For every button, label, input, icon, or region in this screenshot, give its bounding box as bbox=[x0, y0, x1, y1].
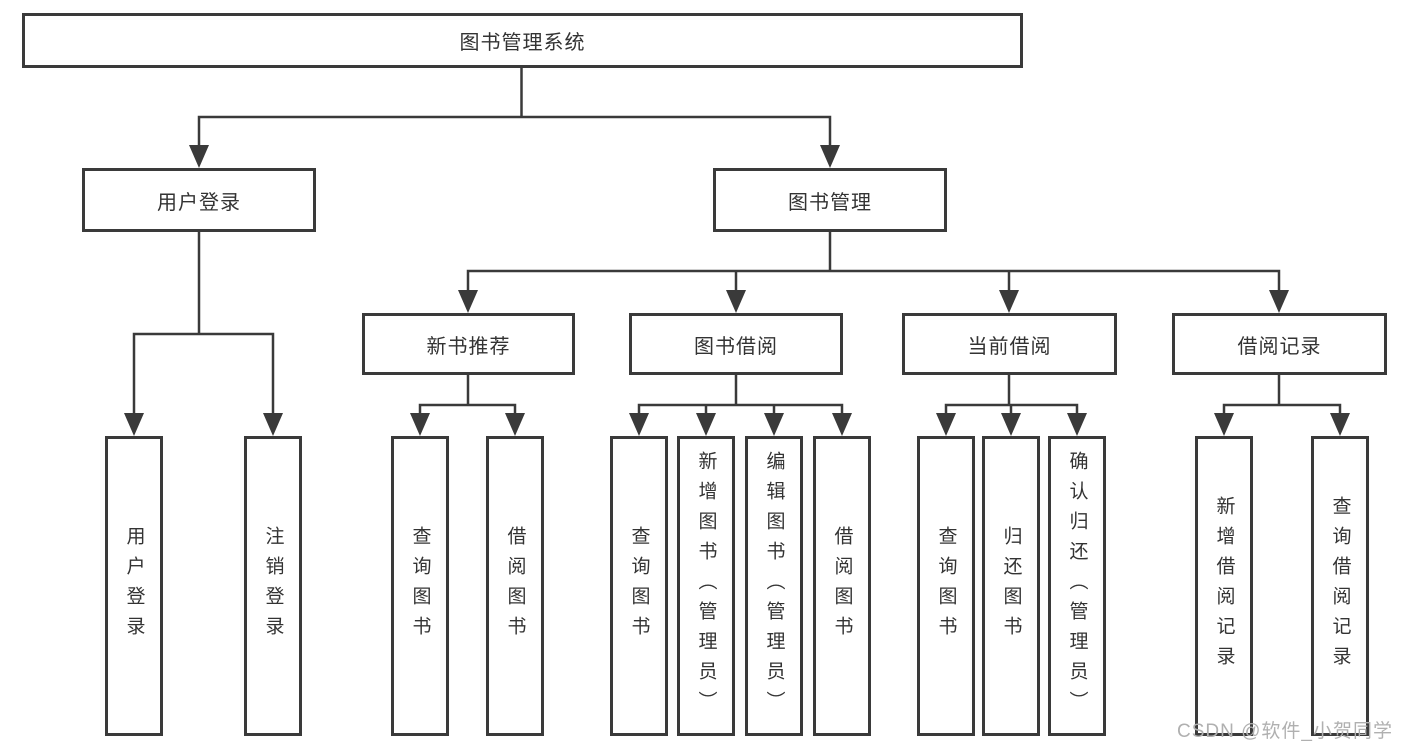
leaf-borrow-add-book-admin: 新增图书（管理员） bbox=[677, 436, 735, 736]
leaf-label: 查询图书 bbox=[409, 526, 431, 646]
leaf-borrow-query-book: 查询图书 bbox=[610, 436, 668, 736]
leaf-label: 新增图书（管理员） bbox=[695, 451, 717, 721]
leaf-logout: 注销登录 bbox=[244, 436, 302, 736]
leaf-newbook-borrow-book: 借阅图书 bbox=[486, 436, 544, 736]
leaf-borrow-edit-book-admin: 编辑图书（管理员） bbox=[745, 436, 803, 736]
node-user-login: 用户登录 bbox=[82, 168, 316, 232]
leaf-label: 用户登录 bbox=[123, 526, 145, 646]
leaf-user-login: 用户登录 bbox=[105, 436, 163, 736]
node-book-borrowing: 图书借阅 bbox=[629, 313, 843, 375]
leaf-label: 查询借阅记录 bbox=[1329, 496, 1351, 676]
leaf-label: 新增借阅记录 bbox=[1213, 496, 1235, 676]
leaf-label: 借阅图书 bbox=[504, 526, 526, 646]
leaf-label: 编辑图书（管理员） bbox=[763, 451, 785, 721]
leaf-label: 归还图书 bbox=[1000, 526, 1022, 646]
csdn-watermark: CSDN @软件_小贺同学 bbox=[1177, 721, 1393, 742]
leaf-label: 查询图书 bbox=[628, 526, 650, 646]
leaf-newbook-query-book: 查询图书 bbox=[391, 436, 449, 736]
leaf-label: 注销登录 bbox=[262, 526, 284, 646]
leaf-current-confirm-return-admin: 确认归还（管理员） bbox=[1048, 436, 1106, 736]
leaf-current-return-book: 归还图书 bbox=[982, 436, 1040, 736]
node-borrowing-records: 借阅记录 bbox=[1172, 313, 1387, 375]
node-book-management: 图书管理 bbox=[713, 168, 947, 232]
leaf-borrow-borrow-book: 借阅图书 bbox=[813, 436, 871, 736]
node-new-book-recommend: 新书推荐 bbox=[362, 313, 575, 375]
leaf-label: 查询图书 bbox=[935, 526, 957, 646]
leaf-record-add: 新增借阅记录 bbox=[1195, 436, 1253, 736]
leaf-label: 确认归还（管理员） bbox=[1066, 451, 1088, 721]
node-library-management-system: 图书管理系统 bbox=[22, 13, 1023, 68]
leaf-current-query-book: 查询图书 bbox=[917, 436, 975, 736]
node-current-borrowing: 当前借阅 bbox=[902, 313, 1117, 375]
leaf-record-query: 查询借阅记录 bbox=[1311, 436, 1369, 736]
leaf-label: 借阅图书 bbox=[831, 526, 853, 646]
